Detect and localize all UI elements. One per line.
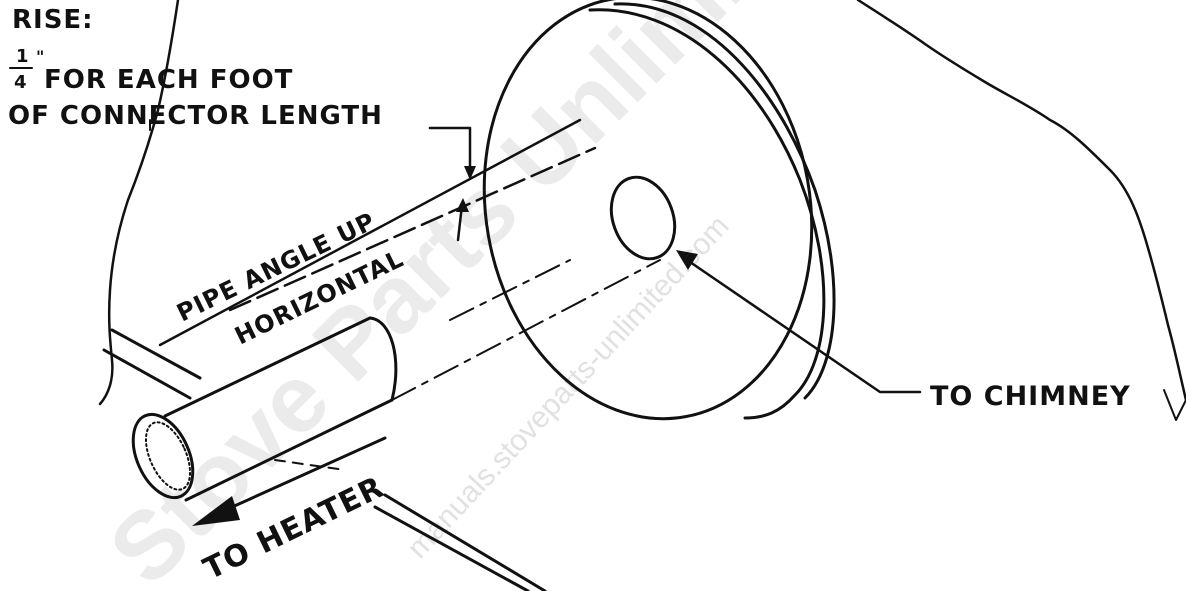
thimble-disc [482, 0, 836, 421]
to-heater-arrow [192, 436, 387, 526]
pipe-top-extension [449, 259, 571, 321]
rise-title: RISE: [12, 5, 94, 35]
rise-dimension [428, 126, 476, 242]
rise-fraction-numerator: 1 [16, 46, 30, 67]
rise-line1: FOR EACH FOOT [44, 65, 293, 95]
floor-lines [102, 328, 547, 591]
chimney-hole [609, 175, 677, 261]
pipe [131, 316, 398, 502]
pipe-angle-line [158, 118, 582, 347]
to-chimney-leader [676, 250, 922, 394]
rise-fraction-denominator: 4 [14, 72, 28, 93]
horizontal-centerline [391, 259, 661, 401]
pipe-angle-dashed [228, 146, 597, 312]
wall-outline-right [856, 0, 1186, 402]
rise-line2: OF CONNECTOR LENGTH [8, 101, 383, 131]
arrow-icon [676, 250, 698, 270]
wall-outline-left [98, 0, 180, 406]
arrow-icon [456, 198, 469, 212]
to-chimney-label: TO CHIMNEY [930, 381, 1131, 412]
wall-edge-right [1163, 389, 1186, 421]
rise-inch-mark: " [36, 47, 45, 66]
arrow-icon [192, 496, 240, 526]
arrow-icon [464, 166, 476, 180]
